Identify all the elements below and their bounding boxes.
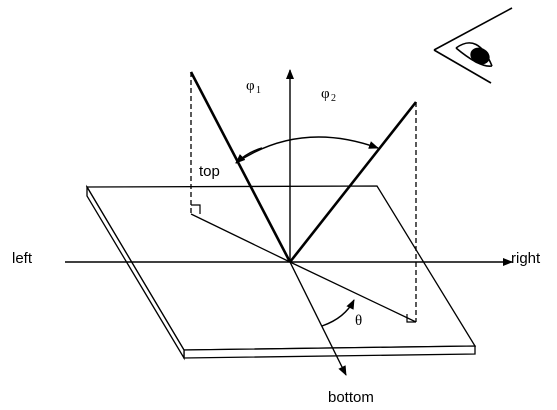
theta-label: θ (355, 313, 362, 329)
eye-icon (433, 7, 513, 84)
right-label: right (511, 250, 541, 267)
phi1-symbol: φ (246, 78, 255, 94)
bottom-label: bottom (328, 389, 374, 406)
left-base-line (190, 213, 291, 263)
theta-angle-arc (321, 299, 355, 327)
phi-angle-arc-start (235, 147, 263, 164)
plate-top-face (85, 185, 477, 351)
phi1-label: φ 1 (246, 78, 261, 96)
right-ray (288, 101, 418, 263)
right-base-line (289, 261, 417, 323)
plate-left-edge (86, 184, 185, 361)
right-right-angle-mark (406, 314, 416, 323)
phi2-subscript: 2 (331, 93, 336, 104)
phi1-subscript: 1 (256, 85, 261, 96)
left-label: left (12, 250, 33, 267)
phi-angle-arc (235, 136, 379, 164)
bottom-axis (289, 261, 347, 376)
left-ray (189, 71, 292, 263)
phi2-symbol: φ (321, 86, 330, 102)
top-label: top (199, 163, 220, 180)
phi2-label: φ 2 (321, 86, 336, 104)
left-right-angle-mark (191, 204, 201, 214)
